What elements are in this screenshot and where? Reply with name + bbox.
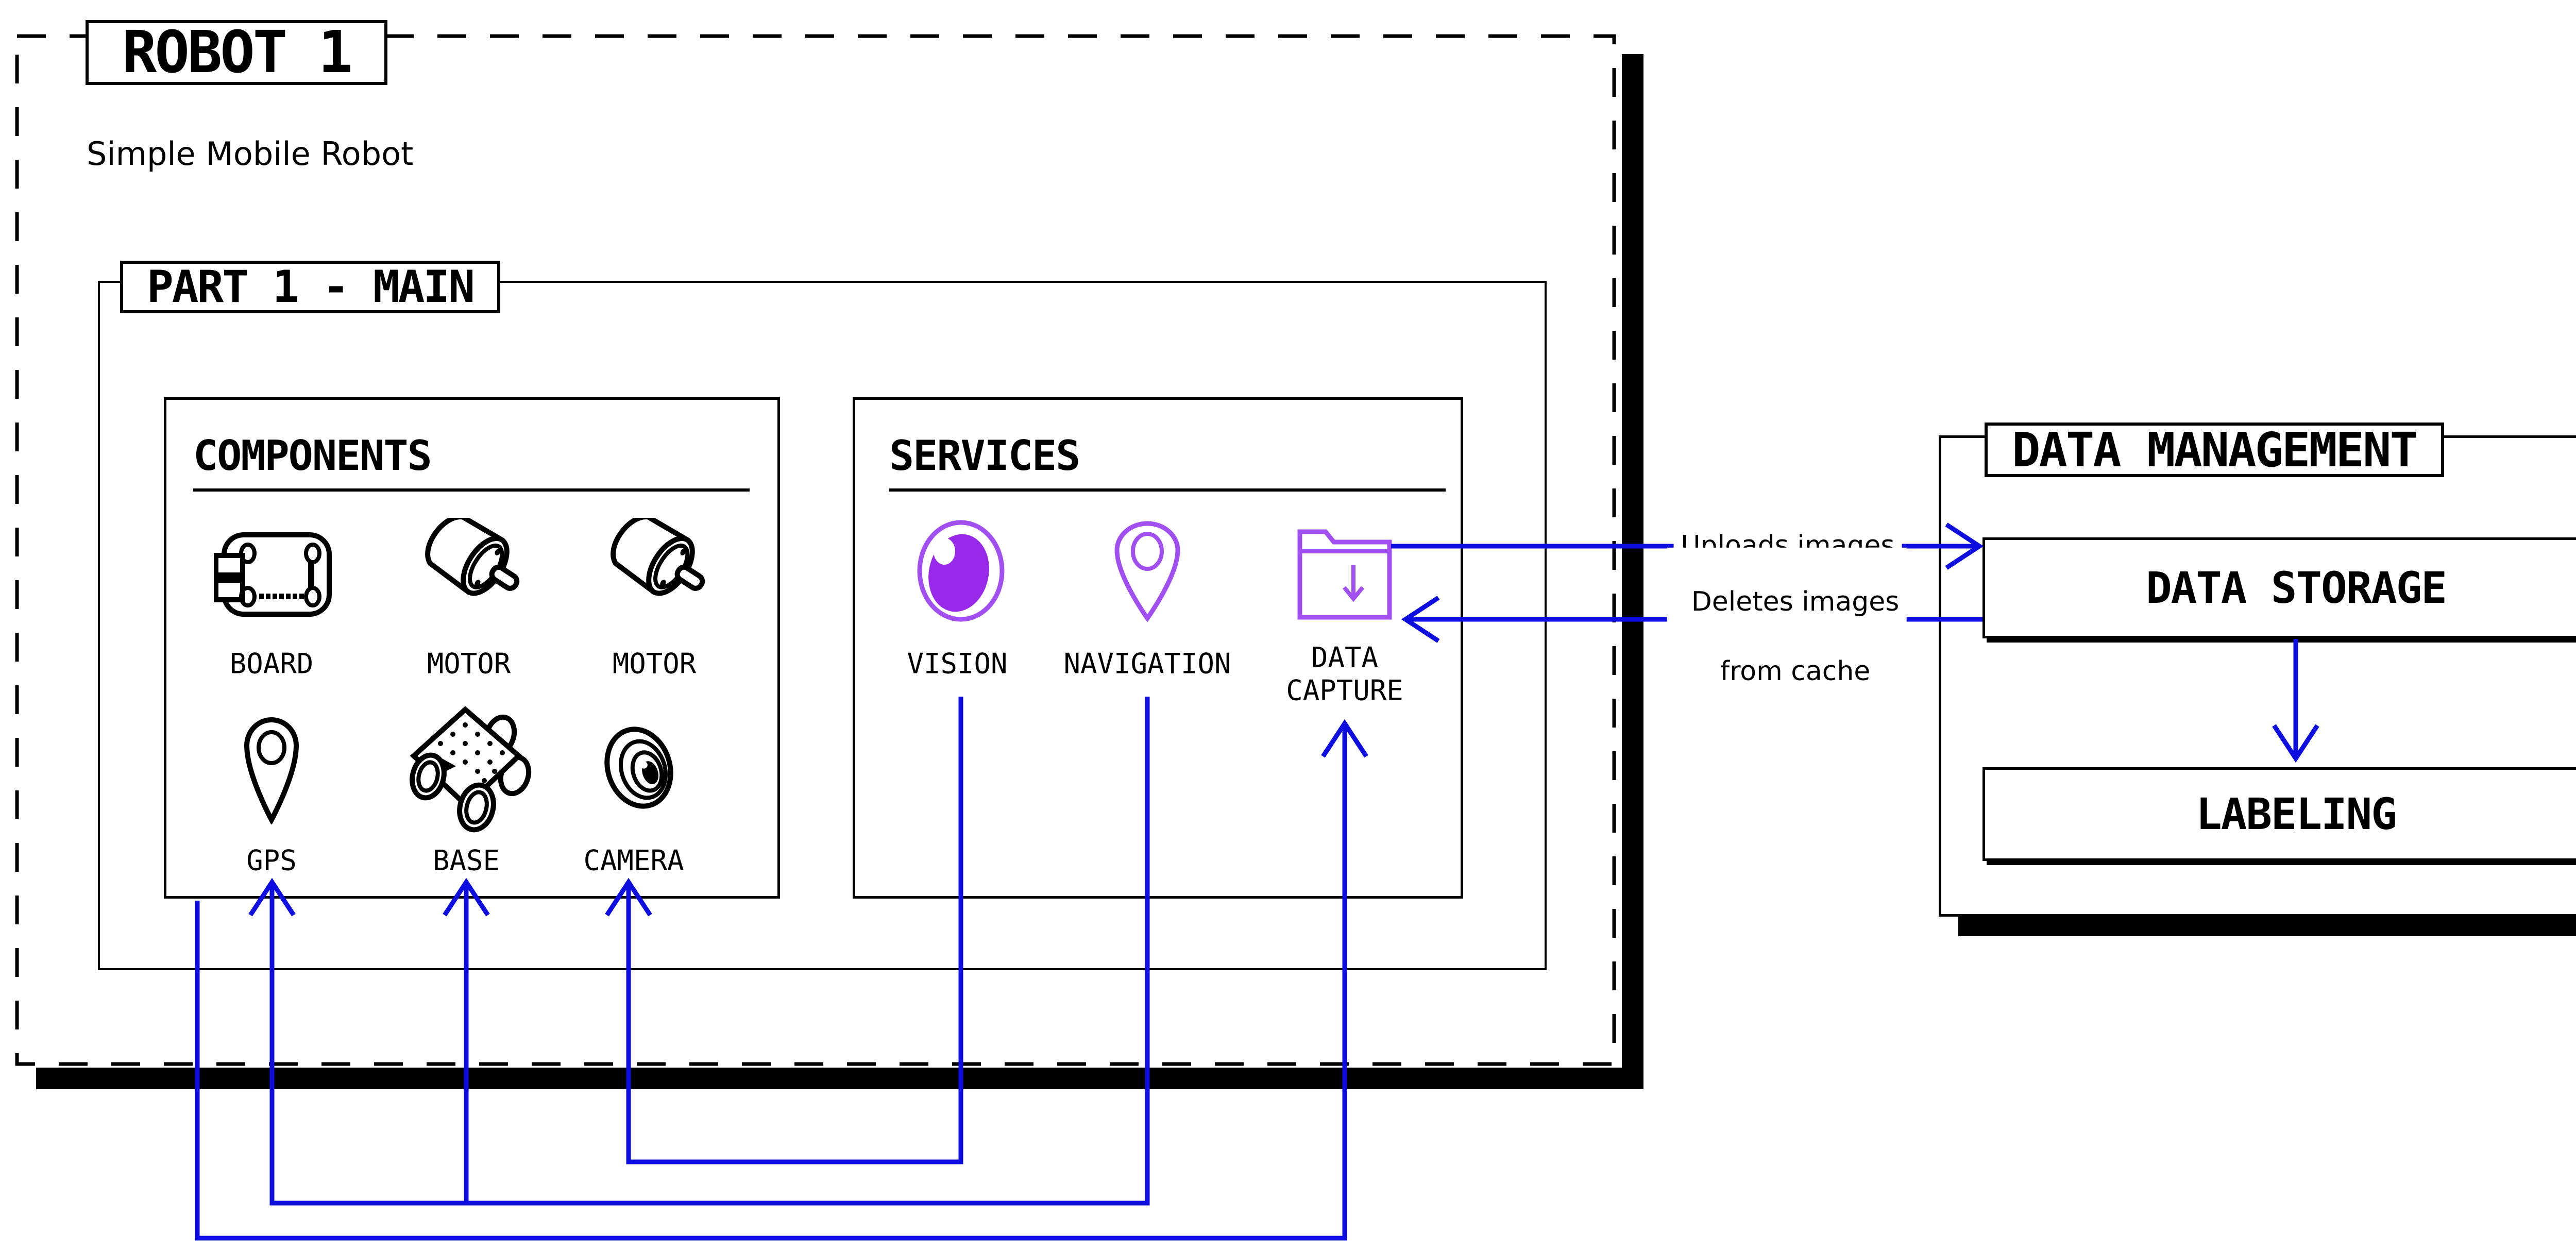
label-camera: CAMERA — [583, 844, 684, 877]
camera-lens-icon — [604, 727, 673, 809]
label-navigation: NAVIGATION — [1063, 647, 1231, 680]
label-gps: GPS — [246, 844, 297, 877]
robot-title: ROBOT 1 — [122, 19, 353, 86]
label-board: BOARD — [229, 647, 314, 680]
arrowhead-up-icon — [605, 877, 652, 917]
label-vision: VISION — [907, 647, 1008, 680]
robot-box-shadow-bottom — [36, 1068, 1643, 1089]
perforation-dots — [438, 722, 505, 783]
components-title-underline — [193, 488, 750, 492]
pin-dots — [259, 594, 304, 599]
label-data-capture-1: DATA — [1311, 641, 1379, 674]
rover-base-icon — [410, 706, 532, 833]
edge-components-to-data-capture — [195, 719, 1368, 1241]
label-motor1: MOTOR — [427, 647, 511, 680]
arrowhead-right-icon — [1945, 522, 1984, 570]
edge-navigation-to-gps — [248, 697, 1150, 1206]
arrowhead-up-icon — [1321, 719, 1368, 758]
arrowhead-up-icon — [248, 877, 296, 917]
motor-icon — [611, 518, 705, 596]
labeling-label: LABELING — [2196, 789, 2397, 839]
robot-box-shadow-right — [1622, 54, 1643, 1089]
data-storage-box: DATA STORAGE — [1982, 537, 2576, 638]
services-box — [853, 397, 1463, 899]
label-base: BASE — [432, 844, 500, 877]
navigation-pin-icon — [1114, 521, 1180, 622]
arrowhead-left-icon — [1401, 596, 1440, 643]
services-title-underline — [889, 488, 1446, 492]
gps-pin-icon — [244, 717, 299, 824]
part1-main-title-box: PART 1 - MAIN — [120, 261, 500, 313]
label-data-capture-2: CAPTURE — [1286, 674, 1403, 707]
edge-storage-to-labeling — [2272, 639, 2319, 763]
data-management-title-box: DATA MANAGEMENT — [1985, 422, 2444, 478]
edge-label-deletes: Deletes images from cache — [1667, 547, 1907, 691]
download-arrow-icon — [1342, 565, 1365, 602]
components-title: COMPONENTS — [193, 432, 432, 480]
robot-dashed-border — [15, 34, 1616, 1066]
circuit-board-icon — [214, 532, 332, 617]
label-motor2: MOTOR — [612, 647, 697, 680]
part1-main-title: PART 1 - MAIN — [146, 261, 475, 313]
motor-icon — [425, 518, 520, 596]
data-storage-label: DATA STORAGE — [2146, 563, 2447, 613]
edge-branch-to-base — [443, 877, 490, 1203]
vision-eye-icon — [917, 520, 1005, 622]
data-management-title: DATA MANAGEMENT — [2012, 422, 2418, 478]
components-box — [164, 397, 780, 899]
arrowhead-down-icon — [2272, 724, 2319, 763]
robot-title-box: ROBOT 1 — [86, 19, 387, 86]
edge-vision-to-camera — [605, 697, 963, 1164]
data-capture-folder-icon — [1297, 529, 1392, 620]
arrowhead-up-icon — [443, 877, 490, 917]
robot-subtitle: Simple Mobile Robot — [87, 135, 414, 173]
part1-main-box — [98, 281, 1547, 970]
services-title: SERVICES — [889, 432, 1080, 480]
labeling-box: LABELING — [1982, 767, 2576, 861]
